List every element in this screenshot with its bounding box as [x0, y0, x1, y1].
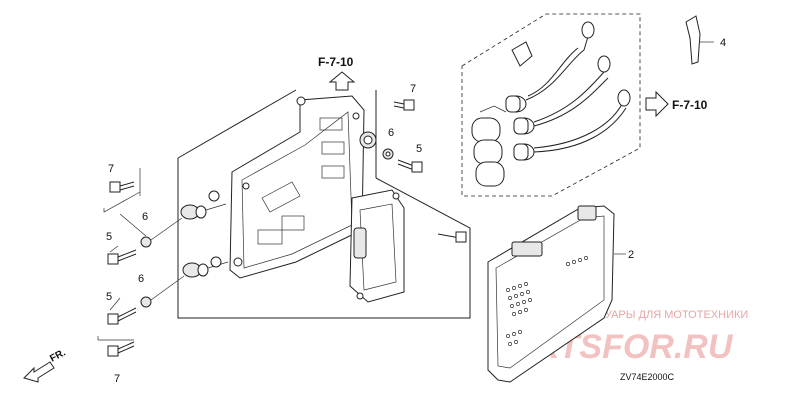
washer-top-middle [382, 148, 394, 160]
callout-6-top: 6 [388, 127, 394, 139]
front-direction-label: FR. [48, 347, 68, 364]
harness-wires [511, 21, 631, 153]
grommet-lower [182, 256, 229, 278]
reference-right-label: F-7-10 [672, 98, 708, 112]
bolt-top-middle [397, 159, 423, 173]
screw-top-middle [393, 99, 415, 111]
control-panel-housing [229, 95, 365, 279]
wire-clip [685, 15, 714, 65]
callout-7-bottom: 7 [114, 373, 120, 385]
reference-top: F-7-10 [318, 55, 356, 91]
coil-1 [505, 95, 527, 113]
callout-4: 4 [720, 37, 726, 49]
callout-2: 2 [628, 249, 634, 261]
callout-7-top: 7 [410, 83, 416, 95]
connector-block [471, 105, 507, 187]
callout-6-left-upper: 6 [142, 211, 148, 223]
rear-cover [487, 205, 626, 383]
coil-3 [513, 143, 535, 161]
screw-right-lower [437, 231, 467, 243]
callout-5-top: 5 [416, 143, 422, 155]
bolt-left-middle [107, 217, 183, 265]
front-direction-indicator: FR. [23, 347, 68, 383]
callout-5-left-lower: 5 [106, 291, 112, 303]
inverter-module [349, 189, 405, 303]
diagram-code: ZV74E2000C [620, 372, 675, 382]
cover-vent-holes [506, 256, 588, 346]
harness-dashed-box [461, 13, 641, 197]
leader-lines-left [97, 168, 147, 341]
bolt-left-upper [109, 181, 135, 193]
grommet-top-middle [359, 131, 377, 149]
screw-left-bottom [107, 341, 135, 357]
reference-top-label: F-7-10 [318, 55, 354, 69]
bolt-left-lower [107, 275, 185, 325]
grommet-upper [180, 190, 227, 220]
callout-5-left-upper: 5 [106, 231, 112, 243]
coil-2 [513, 117, 535, 135]
callout-7-left: 7 [108, 163, 114, 175]
reference-right: F-7-10 [645, 90, 708, 118]
callout-6-left-lower: 6 [138, 273, 144, 285]
assembly-frame [177, 89, 471, 319]
